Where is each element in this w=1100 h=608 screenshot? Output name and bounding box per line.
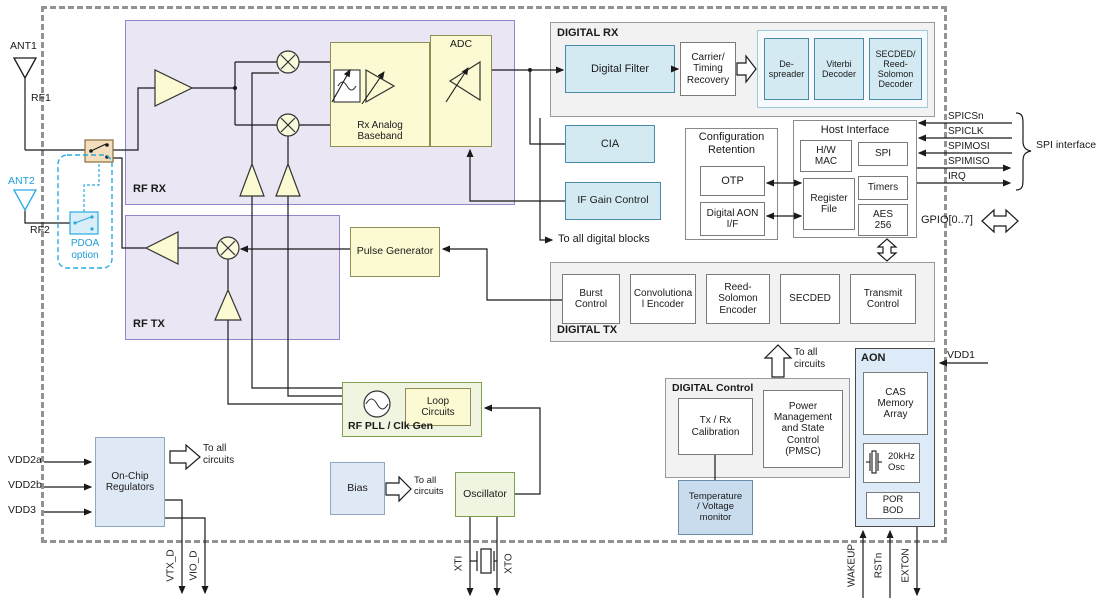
- irq-pin-label: IRQ: [948, 171, 966, 182]
- spi-interface-label: SPI interface: [1036, 139, 1097, 151]
- aon-title: AON: [861, 352, 886, 364]
- rf-tx-title: RF TX: [133, 318, 165, 330]
- carrier-timing-block: Carrier/ Timing Recovery: [680, 42, 736, 96]
- digital-aon-if-block: Digital AON I/F: [700, 202, 765, 236]
- regulators-to-all-circuits-label: To all circuits: [203, 443, 235, 466]
- cia-block: CIA: [565, 125, 655, 163]
- rstn-pin-label: RSTn: [873, 552, 885, 579]
- secded-rs-decoder-block: SECDED/ Reed- Solomon Decoder: [869, 38, 922, 100]
- spimosi-pin-label: SPIMOSI: [948, 141, 990, 152]
- viterbi-decoder-block: Viterbi Decoder: [814, 38, 864, 100]
- burst-control-block: Burst Control: [562, 274, 620, 324]
- config-retention-title: Configuration Retention: [698, 131, 765, 156]
- if-gain-control-block: IF Gain Control: [565, 182, 661, 220]
- spiclk-pin-label: SPICLK: [948, 126, 984, 137]
- ant2-label: ANT2: [8, 175, 35, 187]
- wakeup-pin-label: WAKEUP: [846, 544, 858, 587]
- exton-pin-label: EXTON: [900, 548, 912, 583]
- xtal-crystal-icon: [470, 548, 497, 574]
- convolutional-encoder-block: Convolutiona l Encoder: [630, 274, 696, 324]
- vdd3-label: VDD3: [8, 504, 37, 516]
- vio-d-pin-label: VIO_D: [188, 550, 200, 581]
- secded-block: SECDED: [780, 274, 840, 324]
- chip-boundary: [41, 6, 947, 543]
- aes-block: AES 256: [858, 204, 908, 236]
- rf-rx-title: RF RX: [133, 183, 166, 195]
- ant1-label: ANT1: [10, 40, 37, 52]
- adc-block: ADC: [430, 35, 492, 147]
- hw-mac-block: H/W MAC: [800, 140, 852, 172]
- spi-group-brace: [1015, 112, 1032, 191]
- pmsc-block: Power Management and State Control (PMSC…: [763, 390, 843, 468]
- rf-pll-title: RF PLL / Clk Gen: [348, 420, 433, 432]
- bias-to-all-circuits-label: To all circuits: [414, 475, 444, 497]
- bias-block: Bias: [330, 462, 385, 515]
- digital-rx-title: DIGITAL RX: [557, 27, 619, 39]
- register-file-block: Register File: [803, 178, 855, 230]
- vdd2a-label: VDD2a: [8, 454, 42, 466]
- despreader-block: De- spreader: [764, 38, 809, 100]
- timers-block: Timers: [858, 176, 908, 200]
- digital-control-to-all-circuits-label: To all circuits: [794, 347, 826, 370]
- ant2-antenna-icon: [12, 189, 38, 212]
- vtx-d-pin-label: VTX_D: [165, 549, 177, 582]
- otp-block: OTP: [700, 166, 765, 196]
- por-bod-block: POR BOD: [866, 492, 920, 519]
- temp-voltage-monitor-block: Temperature / Voltage monitor: [678, 480, 753, 535]
- xti-pin-label: XTI: [453, 555, 465, 572]
- digital-control-title: DIGITAL Control: [672, 382, 754, 394]
- digital-filter-block: Digital Filter: [565, 45, 675, 93]
- gpio-double-arrow: [981, 208, 1019, 234]
- transmit-control-block: Transmit Control: [850, 274, 916, 324]
- vdd1-label: VDD1: [947, 349, 976, 361]
- rs-encoder-block: Reed- Solomon Encoder: [706, 274, 770, 324]
- cas-memory-block: CAS Memory Array: [863, 372, 928, 435]
- rf2-label: RF2: [30, 224, 50, 236]
- spi-block: SPI: [858, 142, 908, 166]
- oscillator-block: Oscillator: [455, 472, 515, 517]
- host-interface-title: Host Interface: [820, 124, 890, 136]
- loop-circuits-block: Loop Circuits: [405, 388, 471, 426]
- rf1-label: RF1: [31, 92, 51, 104]
- gpio-label: GPIO[0..7]: [921, 214, 973, 226]
- txrx-calibration-block: Tx / Rx Calibration: [678, 398, 753, 455]
- on-chip-regulators-block: On-Chip Regulators: [95, 437, 165, 527]
- xto-pin-label: XTO: [503, 553, 515, 574]
- ant1-antenna-icon: [12, 57, 38, 80]
- spicsn-pin-label: SPICSn: [948, 111, 984, 122]
- pulse-generator-block: Pulse Generator: [350, 227, 440, 277]
- rx-analog-baseband-block: Rx Analog Baseband: [330, 42, 430, 147]
- digital-tx-title: DIGITAL TX: [557, 324, 618, 336]
- vdd2b-label: VDD2b: [8, 479, 42, 491]
- spimiso-pin-label: SPIMISO: [948, 156, 990, 167]
- pdoa-option-label: PDOA option: [70, 238, 100, 261]
- to-all-digital-blocks-label: To all digital blocks: [558, 233, 650, 245]
- osc-20khz-block: 20kHz Osc: [863, 443, 920, 483]
